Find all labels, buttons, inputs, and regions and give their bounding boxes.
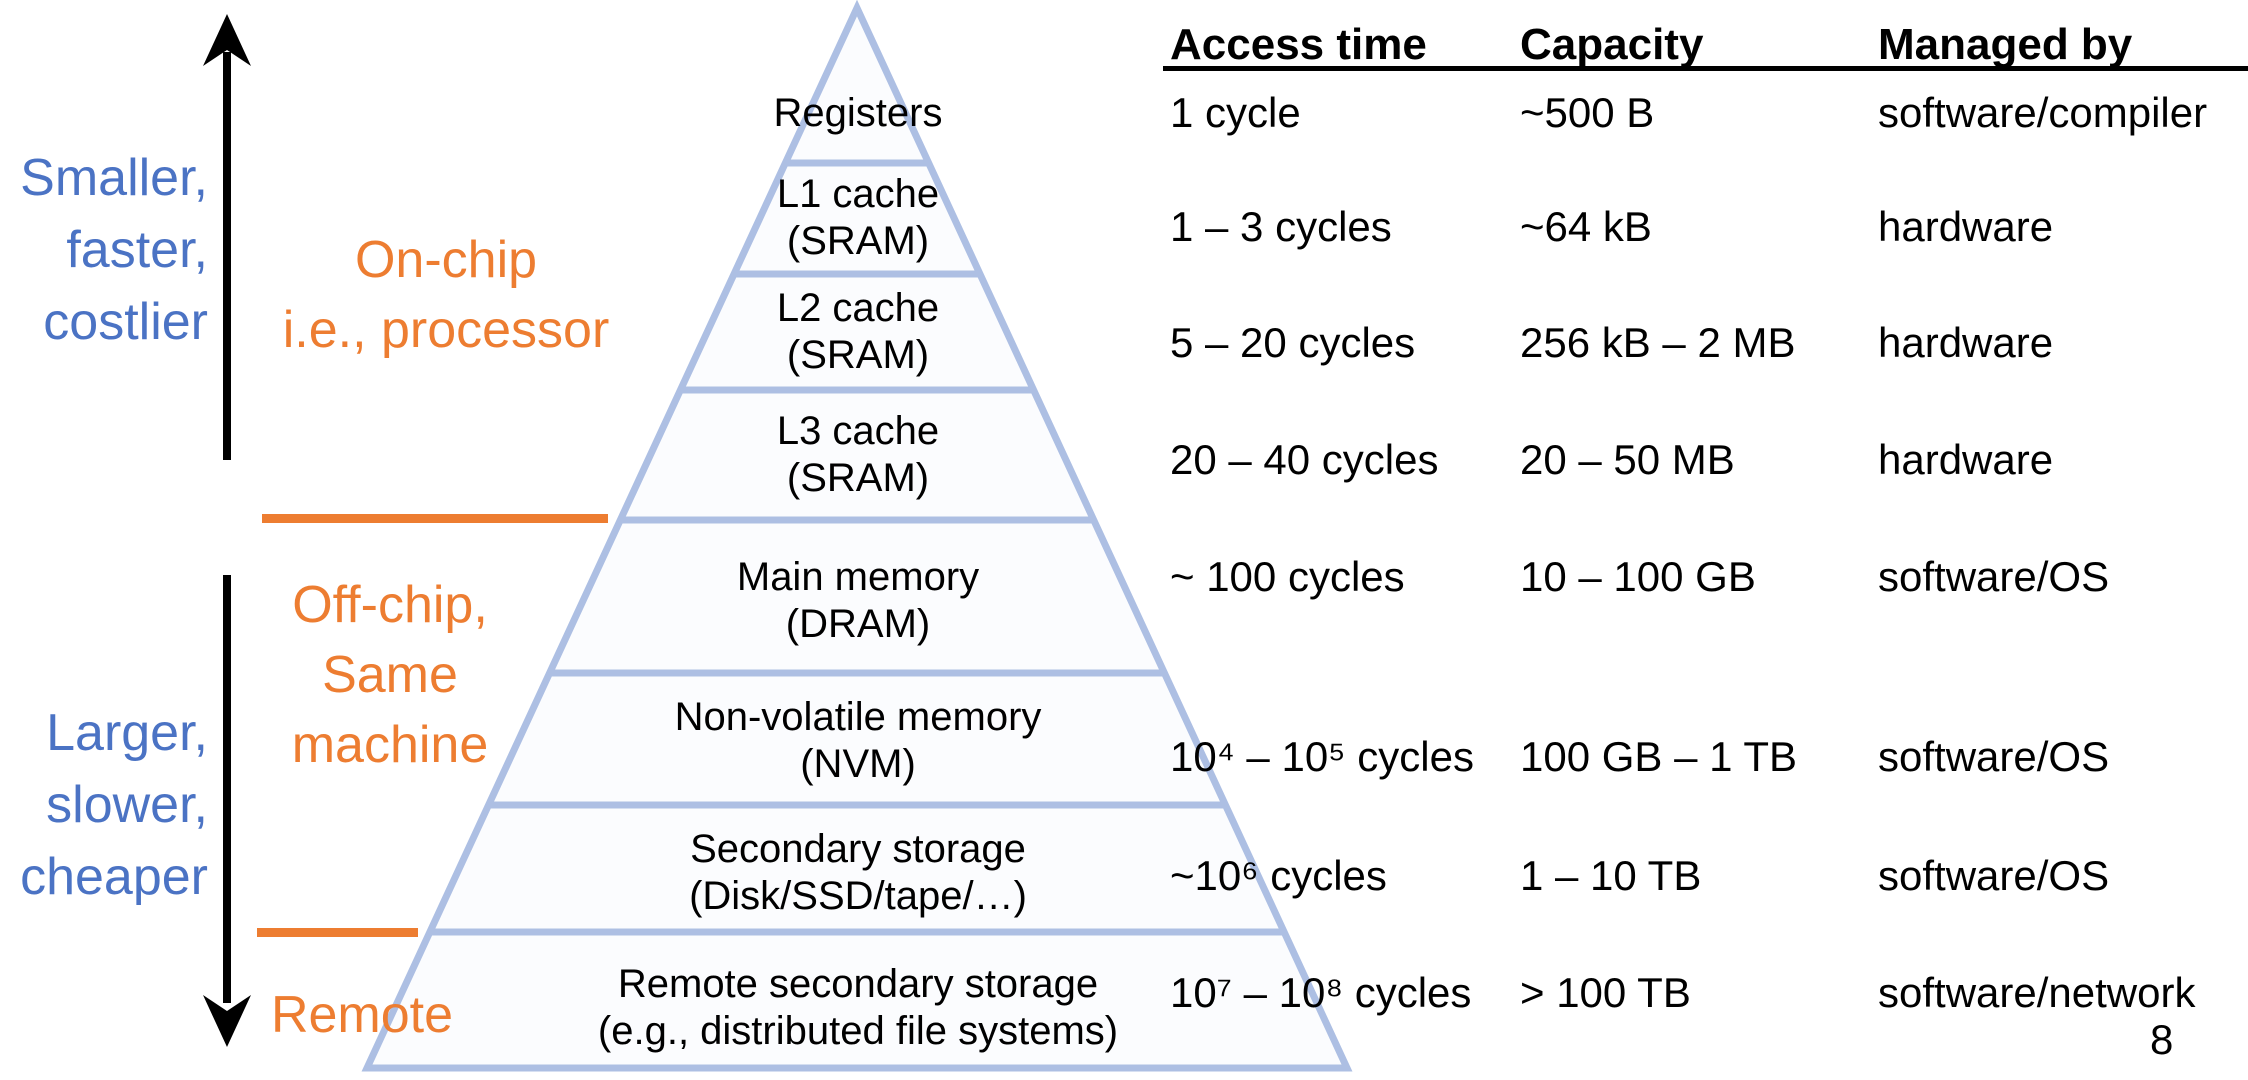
slide-page-number: 8: [2150, 1016, 2174, 1063]
table-cell-capacity: 20 – 50 MB: [1520, 436, 1735, 483]
down-arrow-shaft: [223, 575, 231, 1003]
table-cell-managed-by: software/OS: [1878, 733, 2110, 780]
table-cell-capacity: 1 – 10 TB: [1520, 852, 1702, 899]
zone-label-off-chip: Off-chip, Same machine: [291, 576, 489, 774]
table-cell-capacity: 100 GB – 1 TB: [1520, 733, 1798, 780]
table-cell-capacity: 256 kB – 2 MB: [1520, 319, 1796, 366]
zone-label-remote: Remote: [270, 986, 454, 1044]
table-cell-managed-by: hardware: [1878, 203, 2054, 250]
table-cell-access-time: 1 – 3 cycles: [1170, 203, 1392, 250]
table-cell-managed-by: hardware: [1878, 436, 2054, 483]
axis-label-smaller-faster-costlier: Smaller, faster, costlier: [20, 149, 208, 351]
zone-label-on-chip: On-chip i.e., processor: [282, 231, 610, 359]
table-cell-access-time: 5 – 20 cycles: [1170, 319, 1416, 366]
table-cell-managed-by: hardware: [1878, 319, 2054, 366]
pyramid-shape: [361, 0, 1353, 1072]
up-arrow-shaft: [223, 52, 231, 460]
table-cell-access-time: 10⁷ – 10⁸ cycles: [1170, 969, 1472, 1016]
table-header-access-time: Access time: [1170, 20, 1427, 69]
down-arrow: [203, 575, 251, 1047]
pyramid-separators: [430, 159, 1284, 936]
table-cell-managed-by: software/compiler: [1878, 89, 2208, 136]
pyramid-level-label-secondary-storage: Secondary storage (Disk/SSD/tape/…): [689, 827, 1027, 918]
table-cell-managed-by: software/OS: [1878, 553, 2110, 600]
table-header-managed-by: Managed by: [1878, 20, 2133, 69]
pyramid-level-label-remote-storage: Remote secondary storage (e.g., distribu…: [597, 962, 1119, 1053]
zone-divider-onchip-offchip: [262, 514, 608, 523]
table-cell-access-time: 20 – 40 cycles: [1170, 436, 1439, 483]
pyramid-level-label-main-memory: Main memory (DRAM): [736, 555, 980, 646]
table-cell-managed-by: software/OS: [1878, 852, 2110, 899]
up-arrow-head: [203, 14, 251, 66]
table-cell-capacity: > 100 TB: [1520, 969, 1691, 1016]
axis-label-larger-slower-cheaper: Larger, slower, cheaper: [20, 704, 208, 906]
table-cell-access-time: 1 cycle: [1170, 89, 1301, 136]
zone-divider-offchip-remote: [257, 928, 418, 937]
table-cell-capacity: ~500 B: [1520, 89, 1655, 136]
pyramid-level-label-nvm: Non-volatile memory (NVM): [674, 695, 1042, 786]
table-cell-access-time: ~ 100 cycles: [1170, 553, 1405, 600]
pyramid-level-label-l2: L2 cache (SRAM): [776, 286, 940, 377]
table-cell-access-time: ~10⁶ cycles: [1170, 852, 1387, 899]
table-cell-access-time: 10⁴ – 10⁵ cycles: [1170, 733, 1474, 780]
up-arrow: [203, 14, 251, 460]
table-cell-managed-by: software/network: [1878, 969, 2196, 1016]
table-cell-capacity: 10 – 100 GB: [1520, 553, 1756, 600]
table-header-capacity: Capacity: [1520, 20, 1704, 69]
pyramid-level-label-registers: Registers: [773, 91, 943, 135]
table-header-underline: [1163, 66, 2248, 71]
down-arrow-head: [203, 995, 251, 1047]
pyramid-level-label-l1: L1 cache (SRAM): [776, 172, 940, 263]
table-cell-capacity: ~64 kB: [1520, 203, 1652, 250]
pyramid-level-label-l3: L3 cache (SRAM): [776, 409, 940, 500]
